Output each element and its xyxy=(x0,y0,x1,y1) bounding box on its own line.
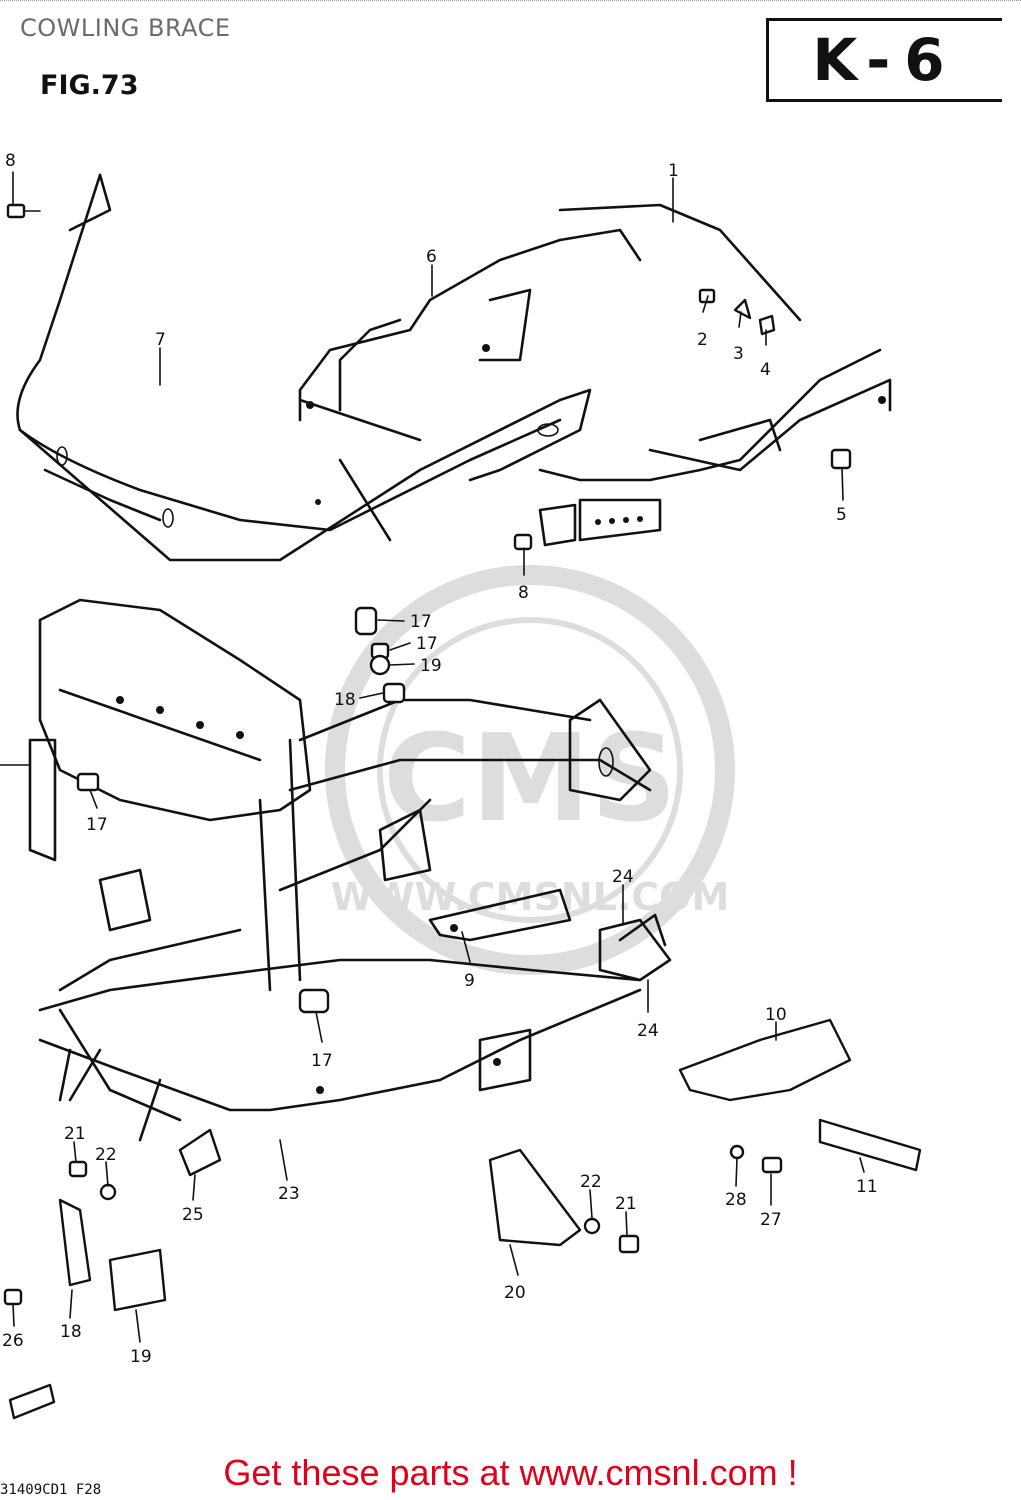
section-box: K-6 xyxy=(766,18,1002,102)
callout-4: 4 xyxy=(760,360,771,380)
callout-26: 26 xyxy=(2,1331,24,1351)
callout-27: 27 xyxy=(760,1210,782,1230)
callout-24a: 24 xyxy=(612,867,634,887)
callout-25: 25 xyxy=(182,1205,204,1225)
callout-22b: 22 xyxy=(580,1172,602,1192)
callout-15: 19 xyxy=(420,656,442,676)
upper-cowling-brace xyxy=(16,173,892,562)
callout-10: 10 xyxy=(765,1005,787,1025)
fasteners xyxy=(3,203,922,1420)
callout-20: 20 xyxy=(504,1283,526,1303)
callout-14: 18 xyxy=(334,690,356,710)
callout-3: 3 xyxy=(733,344,744,364)
callout-8a: 8 xyxy=(5,151,16,171)
callout-28: 28 xyxy=(725,1190,747,1210)
leader-lines xyxy=(0,171,865,1343)
callout-23: 23 xyxy=(278,1184,300,1204)
figure-label: FIG.73 xyxy=(40,70,139,101)
callout-19: 19 xyxy=(130,1347,152,1367)
callout-12: 17 xyxy=(410,612,432,632)
callout-21a: 21 xyxy=(64,1124,86,1144)
promo-link[interactable]: Get these parts at www.cmsnl.com ! xyxy=(223,1452,798,1493)
callouts: 8 1 6 2 3 4 7 5 8 17 17 19 18 17 24 9 24… xyxy=(2,151,878,1367)
callout-2: 2 xyxy=(697,330,708,350)
callout-8b: 8 xyxy=(518,583,529,603)
callout-11: 11 xyxy=(856,1177,878,1197)
callout-22a: 22 xyxy=(95,1145,117,1165)
lower-frame xyxy=(28,598,672,1142)
section-code: K-6 xyxy=(812,26,959,94)
callout-6: 5 xyxy=(836,505,847,525)
watermark-brand: CMS xyxy=(383,710,677,849)
callout-18: 18 xyxy=(60,1322,82,1342)
top-border xyxy=(0,0,1021,1)
callout-9: 9 xyxy=(464,971,475,991)
callout-5: 6 xyxy=(426,247,437,267)
page-title: COWLING BRACE xyxy=(20,14,231,42)
callout-17a: 17 xyxy=(86,815,108,835)
callout-7: 7 xyxy=(155,330,166,350)
callout-17b: 17 xyxy=(311,1051,333,1071)
callout-13: 17 xyxy=(416,634,438,654)
footer-code: 31409CD1 F28 xyxy=(0,1482,102,1498)
callout-21b: 21 xyxy=(615,1194,637,1214)
callout-1: 1 xyxy=(668,161,679,181)
callout-24b: 24 xyxy=(637,1021,659,1041)
